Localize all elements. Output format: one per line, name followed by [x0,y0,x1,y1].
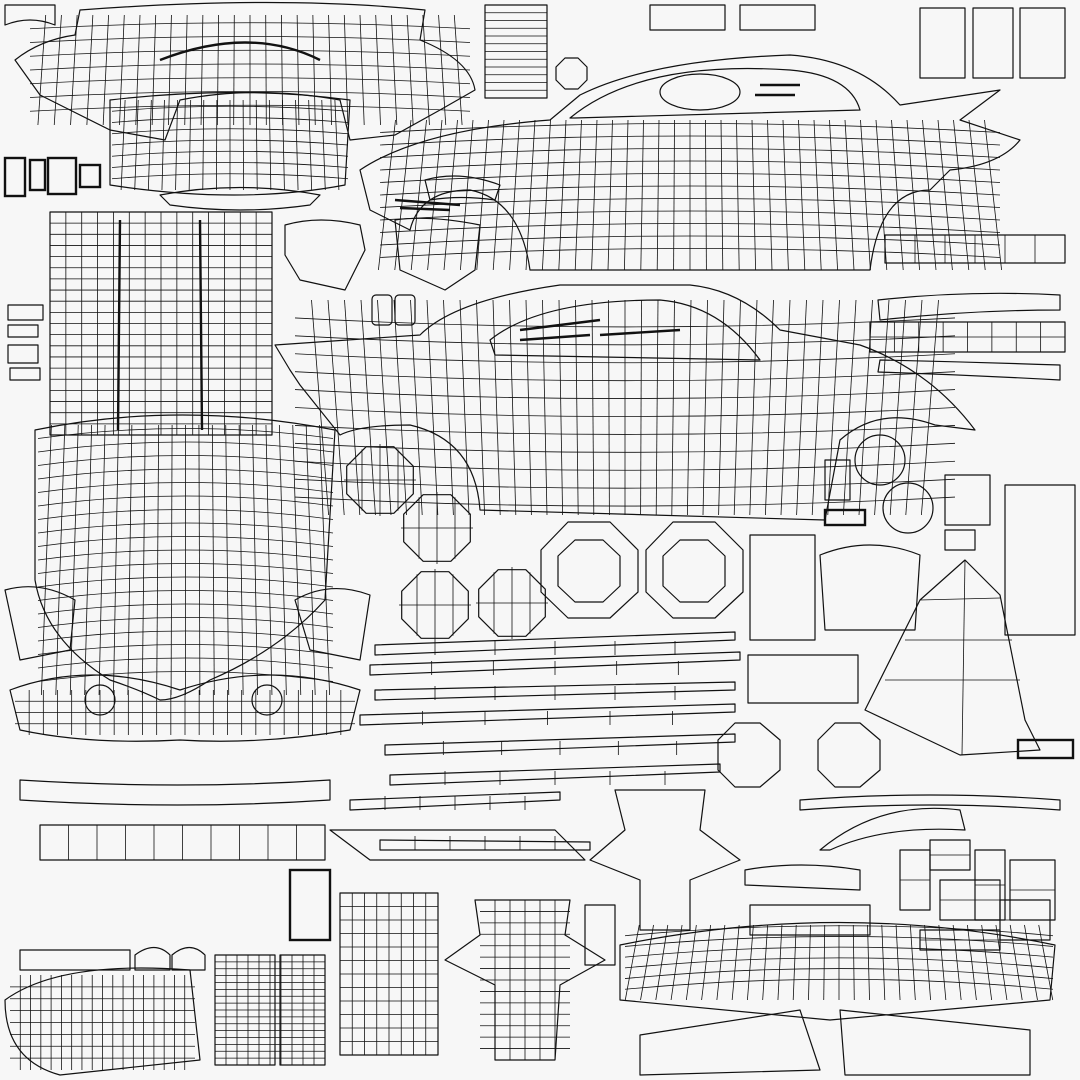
interior-detail-islands [4,868,332,1076]
tire-ring-islands [540,521,744,619]
roof-island [49,211,273,436]
trim-strip-islands [349,631,741,851]
seat-islands [444,789,741,1061]
body-side-lower-island [274,284,976,521]
wheel-rim-islands [344,444,548,641]
hood-island [34,414,336,701]
lower-rect-islands [39,824,586,1056]
right-strip-islands [869,234,1066,381]
rear-bumper-island [19,779,1056,1076]
trim-fragment-islands [744,794,1061,951]
headlight-island [394,175,501,212]
grille-pieces [284,217,481,326]
small-parts-cluster [3,156,102,198]
front-bumper-lower-island [109,91,351,211]
front-fascia-island [4,586,371,742]
lower-disc-islands [717,722,881,788]
top-small-islands [484,4,1066,99]
front-bumper-island [14,1,476,141]
corner-piece-island [4,4,56,26]
left-small-islands [7,304,44,381]
spoiler-pyramid-island [864,484,1076,756]
right-detail-islands [823,434,1075,760]
door-panel-island [747,534,921,704]
body-side-upper-island [359,54,1021,271]
